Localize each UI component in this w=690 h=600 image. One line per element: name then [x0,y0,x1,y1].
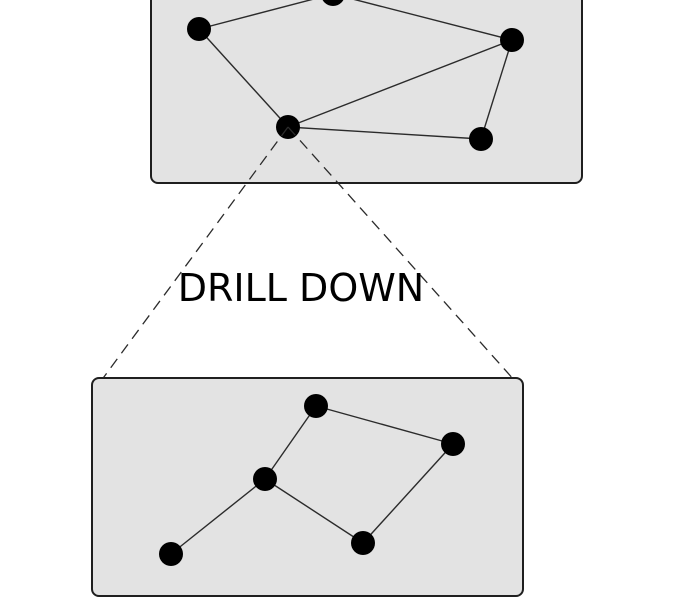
detail-graph [91,377,524,597]
overview-edge [198,0,313,30]
overview-panel [150,0,583,184]
overview-graph [150,0,583,184]
overview-edge [287,39,513,128]
overview-edge [198,28,289,128]
overview-edge [480,39,513,140]
detail-edge [315,405,454,445]
zoom-connector [100,126,516,382]
overview-node [322,0,344,6]
zoom-line-left [100,126,289,382]
overview-node [500,28,524,52]
overview-node [469,127,493,151]
zoom-line-right [287,126,516,382]
detail-edge [264,478,364,544]
detail-node [304,394,328,418]
drill-down-label: DRILL DOWN [178,266,424,310]
detail-panel [91,377,524,597]
detail-edge [170,478,266,555]
detail-node [351,531,375,555]
detail-node [159,542,183,566]
detail-edge [362,443,454,544]
overview-edge [287,126,482,140]
detail-node [441,432,465,456]
overview-edge [353,0,513,41]
detail-node [253,467,277,491]
overview-node [187,17,211,41]
detail-edge [264,405,317,480]
